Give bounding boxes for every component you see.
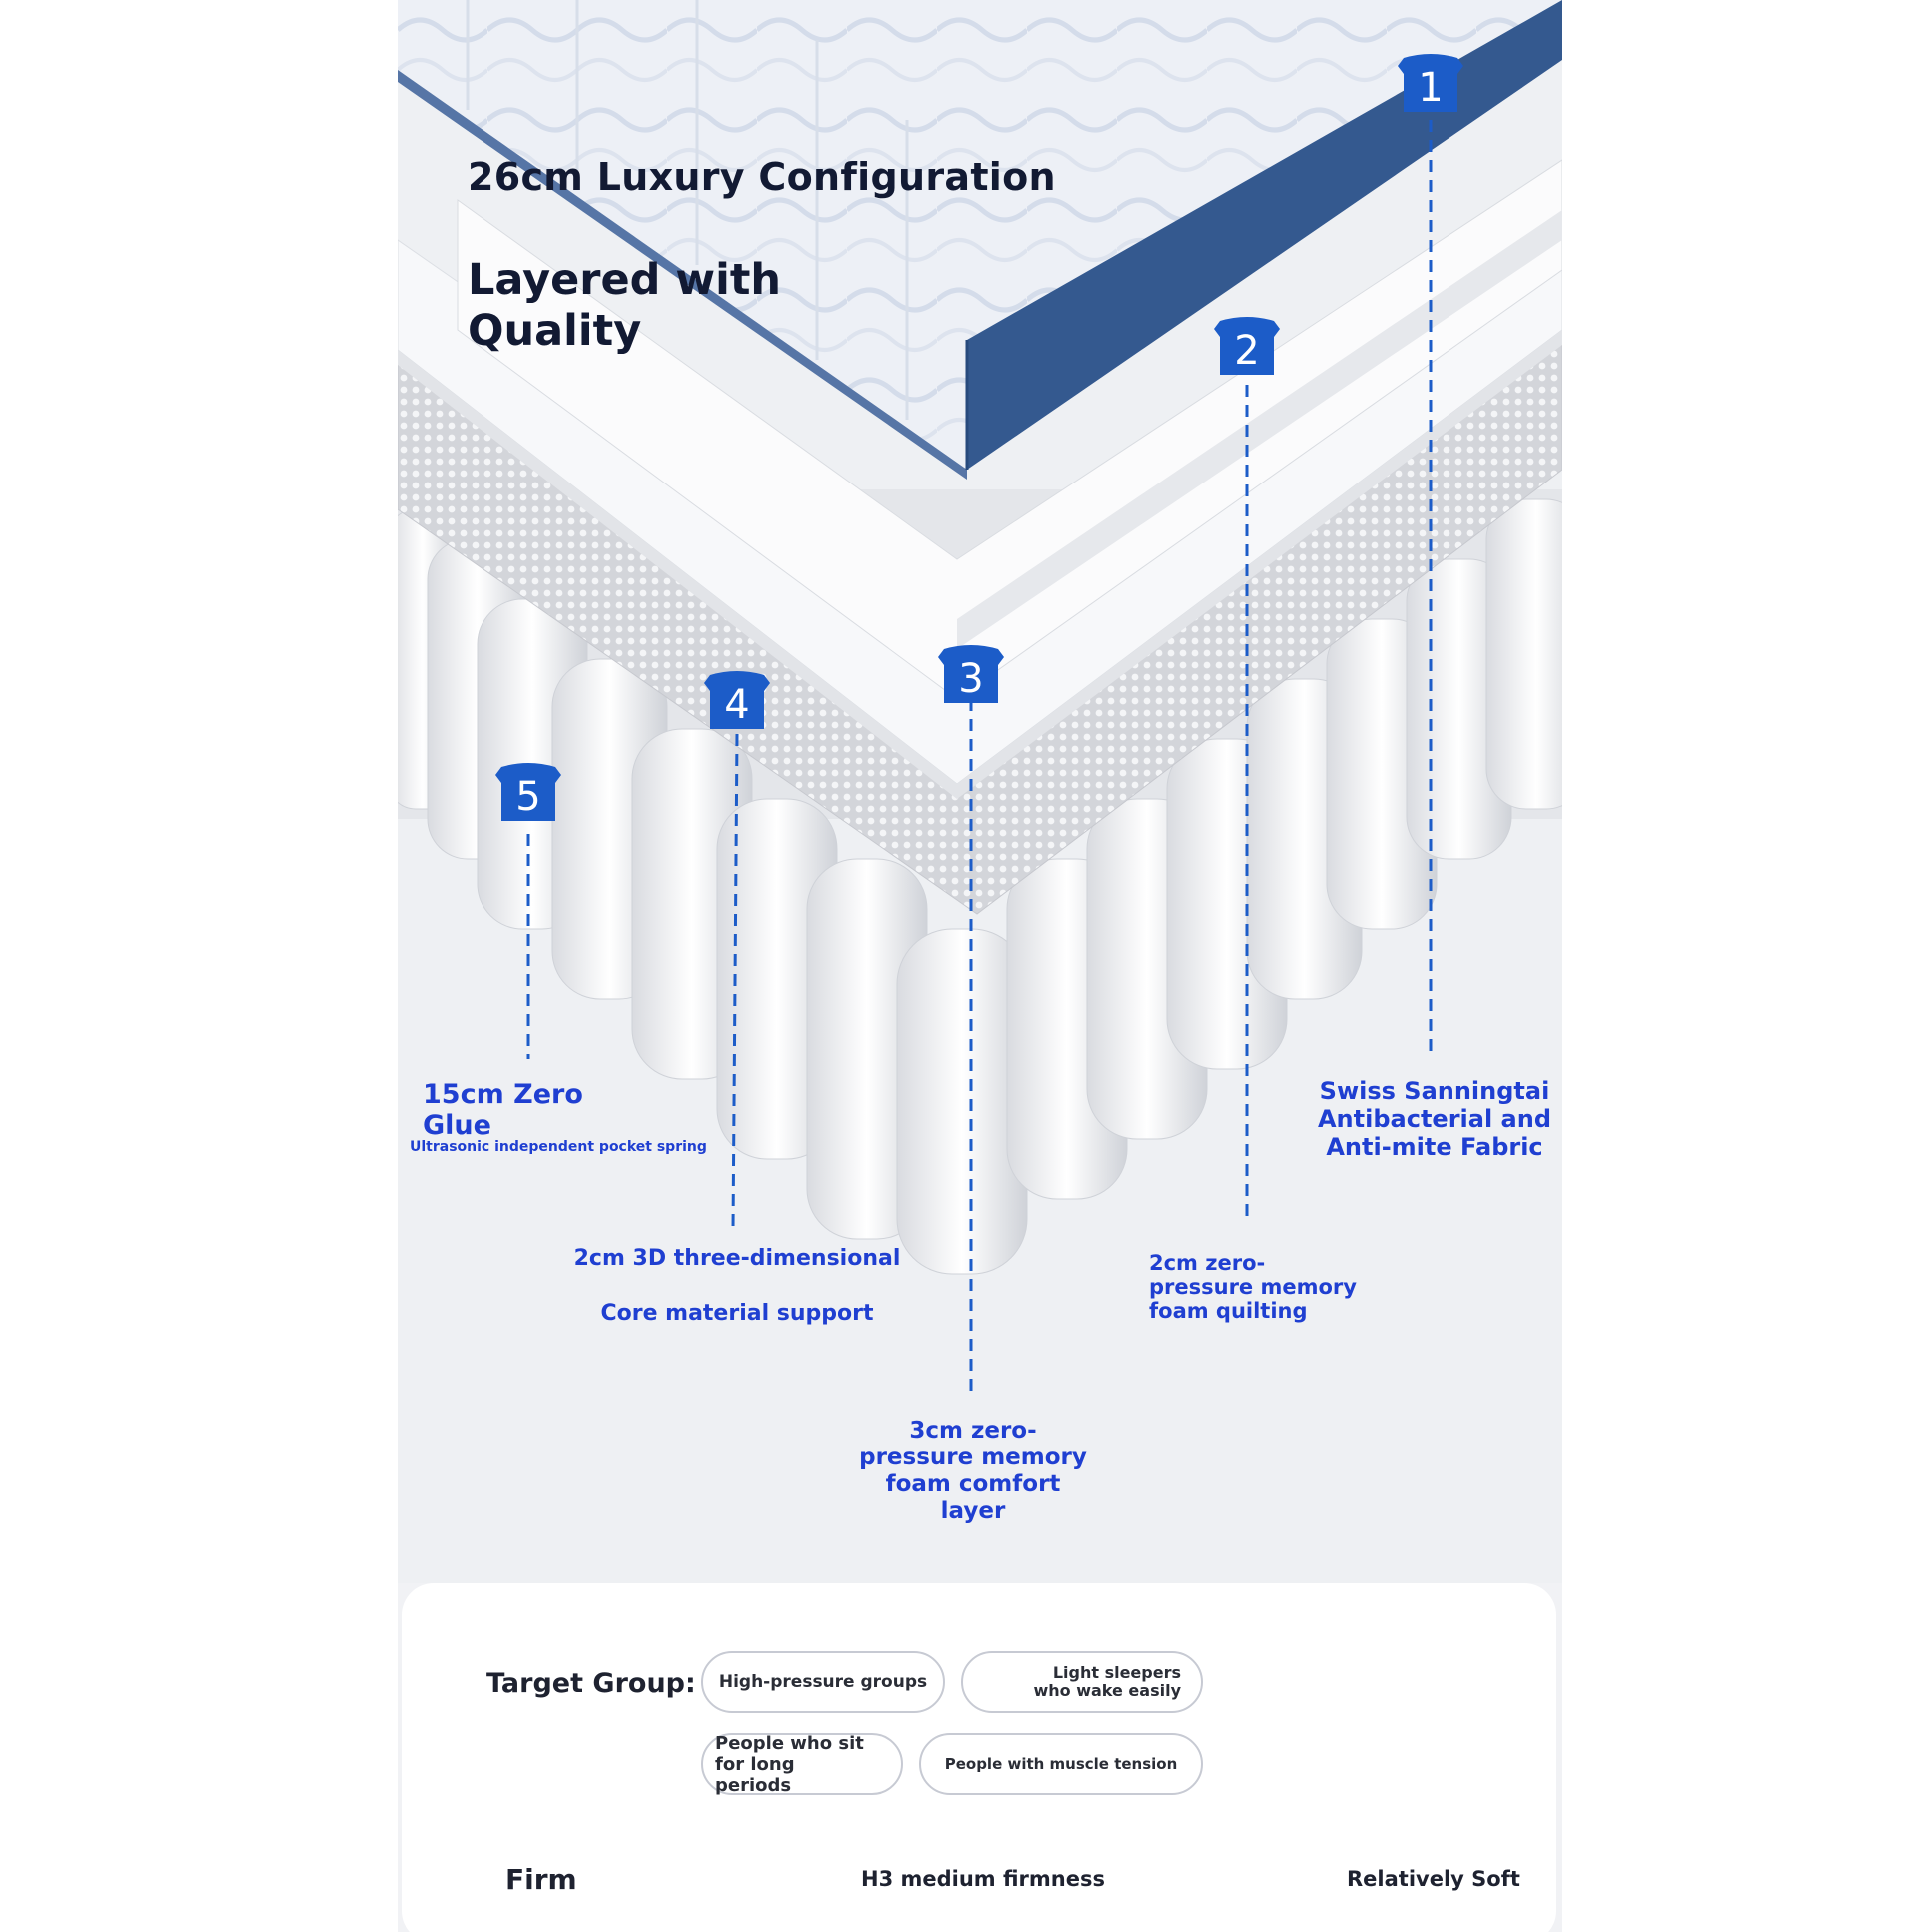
shirt-tag-icon xyxy=(1214,317,1280,375)
tagline-heading: Layered with Quality xyxy=(468,255,782,356)
layer-badge-3: 3 xyxy=(938,643,1004,709)
layer-badge-5: 5 xyxy=(495,761,561,827)
target-chip-light-sleepers: Light sleepers who wake easily xyxy=(961,1651,1203,1713)
layer-3-label: 3cm zero-pressure memory foam comfort la… xyxy=(859,1418,1087,1524)
config-heading: 26cm Luxury Configuration xyxy=(468,155,1056,199)
shirt-tag-icon xyxy=(1398,54,1463,112)
target-chip-muscle-tension: People with muscle tension xyxy=(919,1733,1203,1795)
layer-5-label: 15cm Zero Glue xyxy=(423,1079,583,1141)
layer-5-sublabel: Ultrasonic independent pocket spring xyxy=(410,1139,707,1155)
firmness-h3-label: H3 medium firmness xyxy=(861,1867,1105,1891)
firmness-soft-label: Relatively Soft xyxy=(1347,1867,1520,1891)
layer-badge-1: 1 xyxy=(1398,52,1463,118)
layer-4-label-line2: Core material support xyxy=(600,1301,874,1326)
layer-2-label: 2cm zero-pressure memory foam quilting xyxy=(1149,1251,1357,1323)
target-chip-long-sitting: People who sit for long periods xyxy=(701,1733,903,1796)
layer-badge-4: 4 xyxy=(704,669,770,735)
product-panel: 26cm Luxury Configuration Layered with Q… xyxy=(398,0,1562,1932)
shirt-tag-icon xyxy=(938,645,1004,703)
mattress-layers-illustration xyxy=(398,0,1562,1583)
layer-1-label: Swiss Sanningtai Antibacterial and Anti-… xyxy=(1317,1077,1551,1161)
layer-badge-2: 2 xyxy=(1214,315,1280,381)
top-fabric-cover xyxy=(398,0,1562,470)
shirt-tag-icon xyxy=(704,671,770,729)
layer-4-label-line1: 2cm 3D three-dimensional xyxy=(573,1246,901,1271)
target-group-card: Target Group: High-pressure groups Light… xyxy=(402,1583,1556,1932)
target-group-label: Target Group: xyxy=(486,1668,696,1699)
target-chip-high-pressure: High-pressure groups xyxy=(701,1651,945,1713)
leader-lines xyxy=(526,120,1433,1394)
firmness-firm-label: Firm xyxy=(505,1863,577,1896)
shirt-tag-icon xyxy=(495,763,561,821)
